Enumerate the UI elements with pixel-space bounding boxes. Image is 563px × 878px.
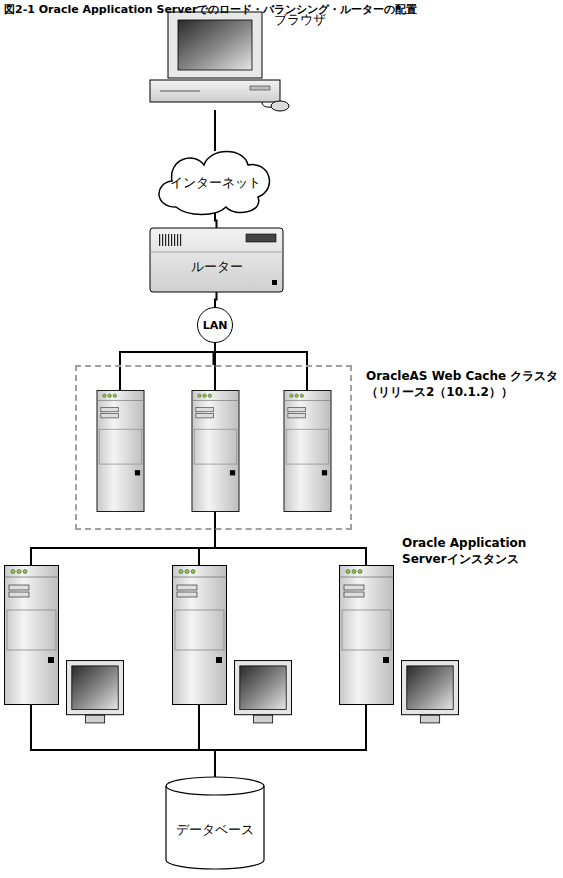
app-wiring [31, 548, 366, 778]
node-text: ブラウザ [274, 12, 394, 29]
lan-circle: LAN [197, 307, 233, 343]
cache-cluster: OracleAS Web Cache クラスタ（リリース2（10.1.2）） [75, 365, 352, 530]
node-text: インターネット [170, 170, 261, 192]
figure-title: 図2-1 Oracle Application Serverでのロード・バランシ… [4, 2, 417, 17]
network-line [214, 110, 216, 151]
cylinder-body [166, 777, 264, 869]
cache-wiring [120, 352, 307, 548]
browser-computer [150, 12, 289, 111]
router-node: ルーター [143, 228, 290, 292]
internet-cloud: インターネット [150, 145, 280, 217]
node-text: LAN [203, 319, 228, 332]
cache-servers [97, 390, 331, 511]
cloud-path [159, 152, 269, 215]
node-text: データベース [176, 807, 254, 839]
network-line [215, 213, 217, 228]
app-servers [5, 566, 459, 723]
instance-label: Oracle Application Serverインスタンス [402, 536, 558, 567]
network-line [215, 292, 217, 307]
node-text: OracleAS Web Cache クラスタ（リリース2（10.1.2）） [366, 369, 562, 400]
network-line [214, 343, 216, 365]
database-cylinder: データベース [165, 776, 265, 870]
cylinder-rim [166, 786, 264, 795]
node-text: ルーター [143, 258, 290, 276]
browser-node: ブラウザ [148, 10, 290, 110]
